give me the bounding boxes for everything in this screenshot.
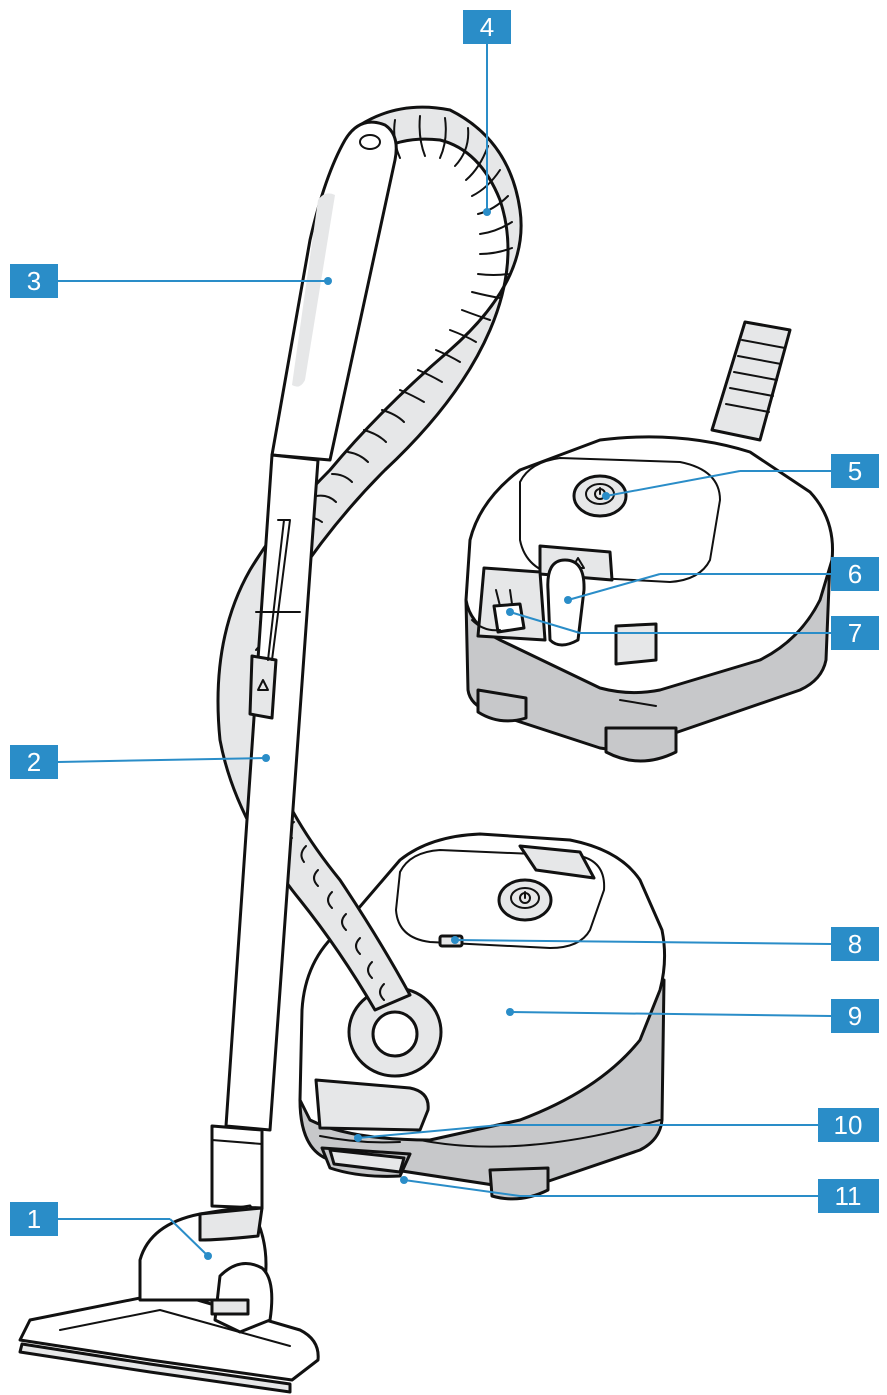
callout-11: 11 xyxy=(400,1176,879,1213)
callout-11-label: 11 xyxy=(835,1181,862,1211)
carry-handle xyxy=(314,1078,430,1132)
callout-7: 7 xyxy=(506,608,879,650)
detail-unit xyxy=(464,320,835,763)
callout-5-badge xyxy=(831,454,879,488)
callout-7-badge xyxy=(831,616,879,650)
parking-slot xyxy=(319,1135,401,1144)
callout-4-label: 4 xyxy=(480,12,494,42)
callout-8: 8 xyxy=(451,927,879,961)
callout-5: 5 xyxy=(602,454,879,500)
handle-grip xyxy=(270,120,398,462)
callout-2: 2 xyxy=(10,745,270,779)
callout-4: 4 xyxy=(463,10,511,216)
callout-5-label: 5 xyxy=(848,456,862,486)
callout-9: 9 xyxy=(506,999,879,1033)
callout-3: 3 xyxy=(10,264,332,298)
callout-9-badge xyxy=(831,999,879,1033)
callout-6-badge xyxy=(831,557,879,591)
main-power-button xyxy=(497,878,553,922)
power-icon xyxy=(519,891,531,904)
main-unit xyxy=(298,832,667,1201)
callout-6-label: 6 xyxy=(848,559,862,589)
callout-2-badge xyxy=(10,745,58,779)
callouts: 1 2 3 4 5 xyxy=(10,10,879,1260)
floor-nozzle xyxy=(18,1204,320,1394)
callout-10-badge xyxy=(818,1108,879,1142)
cord-rewind-area xyxy=(328,1148,406,1174)
detail-power-button xyxy=(572,474,628,518)
triangle-icon xyxy=(257,679,269,691)
callout-1-badge xyxy=(10,1202,58,1236)
detail-hose-stub xyxy=(710,320,792,442)
callout-3-badge xyxy=(10,264,58,298)
callout-11-badge xyxy=(818,1179,879,1213)
callout-4-badge xyxy=(463,10,511,44)
callout-8-label: 8 xyxy=(848,929,862,959)
main-top-panel xyxy=(395,849,606,949)
callout-6: 6 xyxy=(564,557,879,604)
callout-7-label: 7 xyxy=(848,618,862,648)
wand-tube xyxy=(210,120,398,1210)
callout-1-label: 1 xyxy=(27,1204,41,1234)
callout-3-label: 3 xyxy=(27,266,41,296)
callout-8-badge xyxy=(831,927,879,961)
callout-1: 1 xyxy=(10,1202,212,1260)
callout-2-label: 2 xyxy=(27,747,41,777)
callout-9-label: 9 xyxy=(848,1001,862,1031)
callout-10-label: 10 xyxy=(834,1110,863,1140)
callout-10: 10 xyxy=(354,1108,879,1142)
